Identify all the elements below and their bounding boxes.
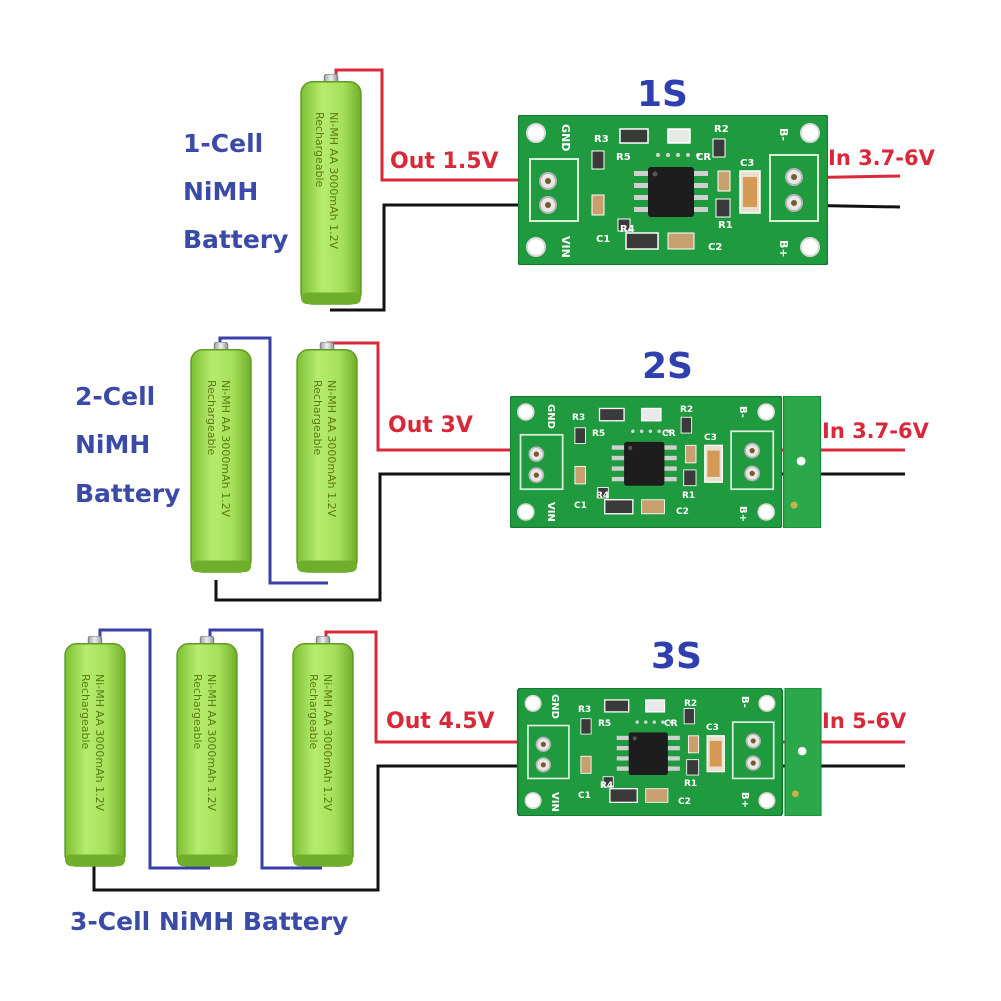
section-2s-title: 2S [642,346,693,387]
cell-print-line2: Rechargeable [79,674,92,750]
battery-label-1s-line3: Battery [183,225,288,254]
nimh-cell-3s-b: Ni-MH AA 3000mAh 1.2V Rechargeable [176,636,238,867]
pcb-label-c3: C3 [706,723,719,733]
wire-positive-1s [334,68,546,182]
pcb-label-gnd: GND [559,124,572,151]
pcb-label-c2: C2 [708,242,722,253]
wire-series-link-3s-a [98,628,210,870]
pcb-label-c3: C3 [704,433,717,443]
output-voltage-1s: Out 1.5V [390,149,499,174]
pcb-label-gnd: GND [545,404,556,429]
pcb-label-vin: VIN [549,792,560,812]
pcb-label-r2: R2 [714,124,729,135]
wire-series-link-2s [218,336,328,585]
charger-pcb-1s: GND VIN B- B+ R3 R5 R2 CR C3 R1 R4 C1 C2 [518,115,828,265]
section-1s: 1S 1-Cell NiMH Battery Ni-MH AA 3000mAh … [183,68,936,312]
pcb-label-r4: R4 [620,224,635,235]
pcb-label-b-minus: B- [737,406,748,418]
input-voltage-1s: In 3.7-6V [828,146,936,170]
pcb-label-r1: R1 [684,779,697,789]
pcb-label-b-plus: B+ [777,240,790,258]
section-3s: 3S Ni-MH AA 3000mAh 1.2V Rechargeable Ni… [64,628,907,936]
pcb-label-gnd: GND [549,694,560,719]
wire-positive-3s [324,630,540,744]
nimh-cell-1s: Ni-MH AA 3000mAh 1.2V Rechargeable [300,74,362,305]
battery-label-1s: 1-Cell NiMH Battery [183,129,288,254]
pcb-label-c1: C1 [574,501,587,511]
output-voltage-2s: Out 3V [388,413,473,438]
battery-label-2s-line1: 2-Cell [75,382,155,411]
charger-pcb-2s: GND VIN B- B+ R3 R5 R2 CR C3 R1 R4 C1 C2 [510,396,822,528]
pcb-label-r5: R5 [616,152,631,163]
pcb-label-c1: C1 [596,234,610,245]
wire-negative-2s [214,472,530,602]
pcb-label-r3: R3 [572,413,585,423]
cell-print-line2: Rechargeable [205,380,218,456]
pcb-label-b-minus: B- [777,128,790,141]
pcb-label-r2: R2 [680,405,693,415]
input-voltage-2s: In 3.7-6V [822,419,930,443]
cell-print-line1: Ni-MH AA 3000mAh 1.2V [327,112,340,250]
wire-negative-1s [330,203,546,312]
battery-label-3s: 3-Cell NiMH Battery [70,907,348,936]
pcb-label-r3: R3 [594,134,609,145]
pcb-label-r2: R2 [684,699,697,709]
pcb-label-c2: C2 [678,797,691,807]
pcb-label-r4: R4 [596,491,609,501]
battery-label-2s-line3: Battery [75,479,180,508]
pcb-label-b-plus: B+ [739,792,750,808]
cell-print-line1: Ni-MH AA 3000mAh 1.2V [219,380,232,518]
battery-label-1s-line2: NiMH [183,177,258,206]
pcb-label-vin: VIN [559,236,572,258]
cell-print-line2: Rechargeable [313,112,326,188]
pcb-label-r1: R1 [682,491,695,501]
section-2s: 2S 2-Cell NiMH Battery Ni-MH AA 3000mAh … [75,336,930,602]
charger-pcb-3s: GND VIN B- B+ R3 R5 R2 CR C3 R1 R4 C1 C2 [516,688,822,816]
battery-label-2s-line2: NiMH [75,430,150,459]
wire-negative-3s [92,764,540,892]
cell-print-line2: Rechargeable [307,674,320,750]
pcb-label-cr: CR [664,719,678,729]
pcb-label-c2: C2 [676,507,689,517]
pcb-label-c3: C3 [740,158,754,169]
pcb-label-cr: CR [662,429,676,439]
cell-print-line1: Ni-MH AA 3000mAh 1.2V [321,674,334,812]
nimh-cell-2s-b: Ni-MH AA 3000mAh 1.2V Rechargeable [296,342,358,573]
cell-print-line1: Ni-MH AA 3000mAh 1.2V [205,674,218,812]
battery-label-2s: 2-Cell NiMH Battery [75,382,180,508]
output-voltage-3s: Out 4.5V [386,709,495,734]
pcb-label-r4: R4 [600,781,613,791]
pcb-label-c1: C1 [578,791,591,801]
cell-print-line1: Ni-MH AA 3000mAh 1.2V [325,380,338,518]
cell-print-line2: Rechargeable [191,674,204,750]
nimh-cell-3s-c: Ni-MH AA 3000mAh 1.2V Rechargeable [292,636,354,867]
pcb-label-r5: R5 [598,719,611,729]
pcb-label-b-minus: B- [739,696,750,708]
section-1s-title: 1S [637,74,688,115]
input-voltage-3s: In 5-6V [822,709,907,733]
section-3s-title: 3S [651,636,702,677]
pcb-label-cr: CR [696,152,711,163]
pcb-label-r3: R3 [578,705,591,715]
pcb-label-r1: R1 [718,220,733,231]
battery-label-1s-line1: 1-Cell [183,129,263,158]
nimh-cell-3s-a: Ni-MH AA 3000mAh 1.2V Rechargeable [64,636,126,867]
nimh-cell-2s-a: Ni-MH AA 3000mAh 1.2V Rechargeable [190,342,252,573]
pcb-label-vin: VIN [545,502,556,522]
pcb-label-r5: R5 [592,429,605,439]
cell-print-line2: Rechargeable [311,380,324,456]
pcb-label-b-plus: B+ [737,506,748,522]
wire-series-link-3s-b [208,628,322,870]
cell-print-line1: Ni-MH AA 3000mAh 1.2V [93,674,106,812]
